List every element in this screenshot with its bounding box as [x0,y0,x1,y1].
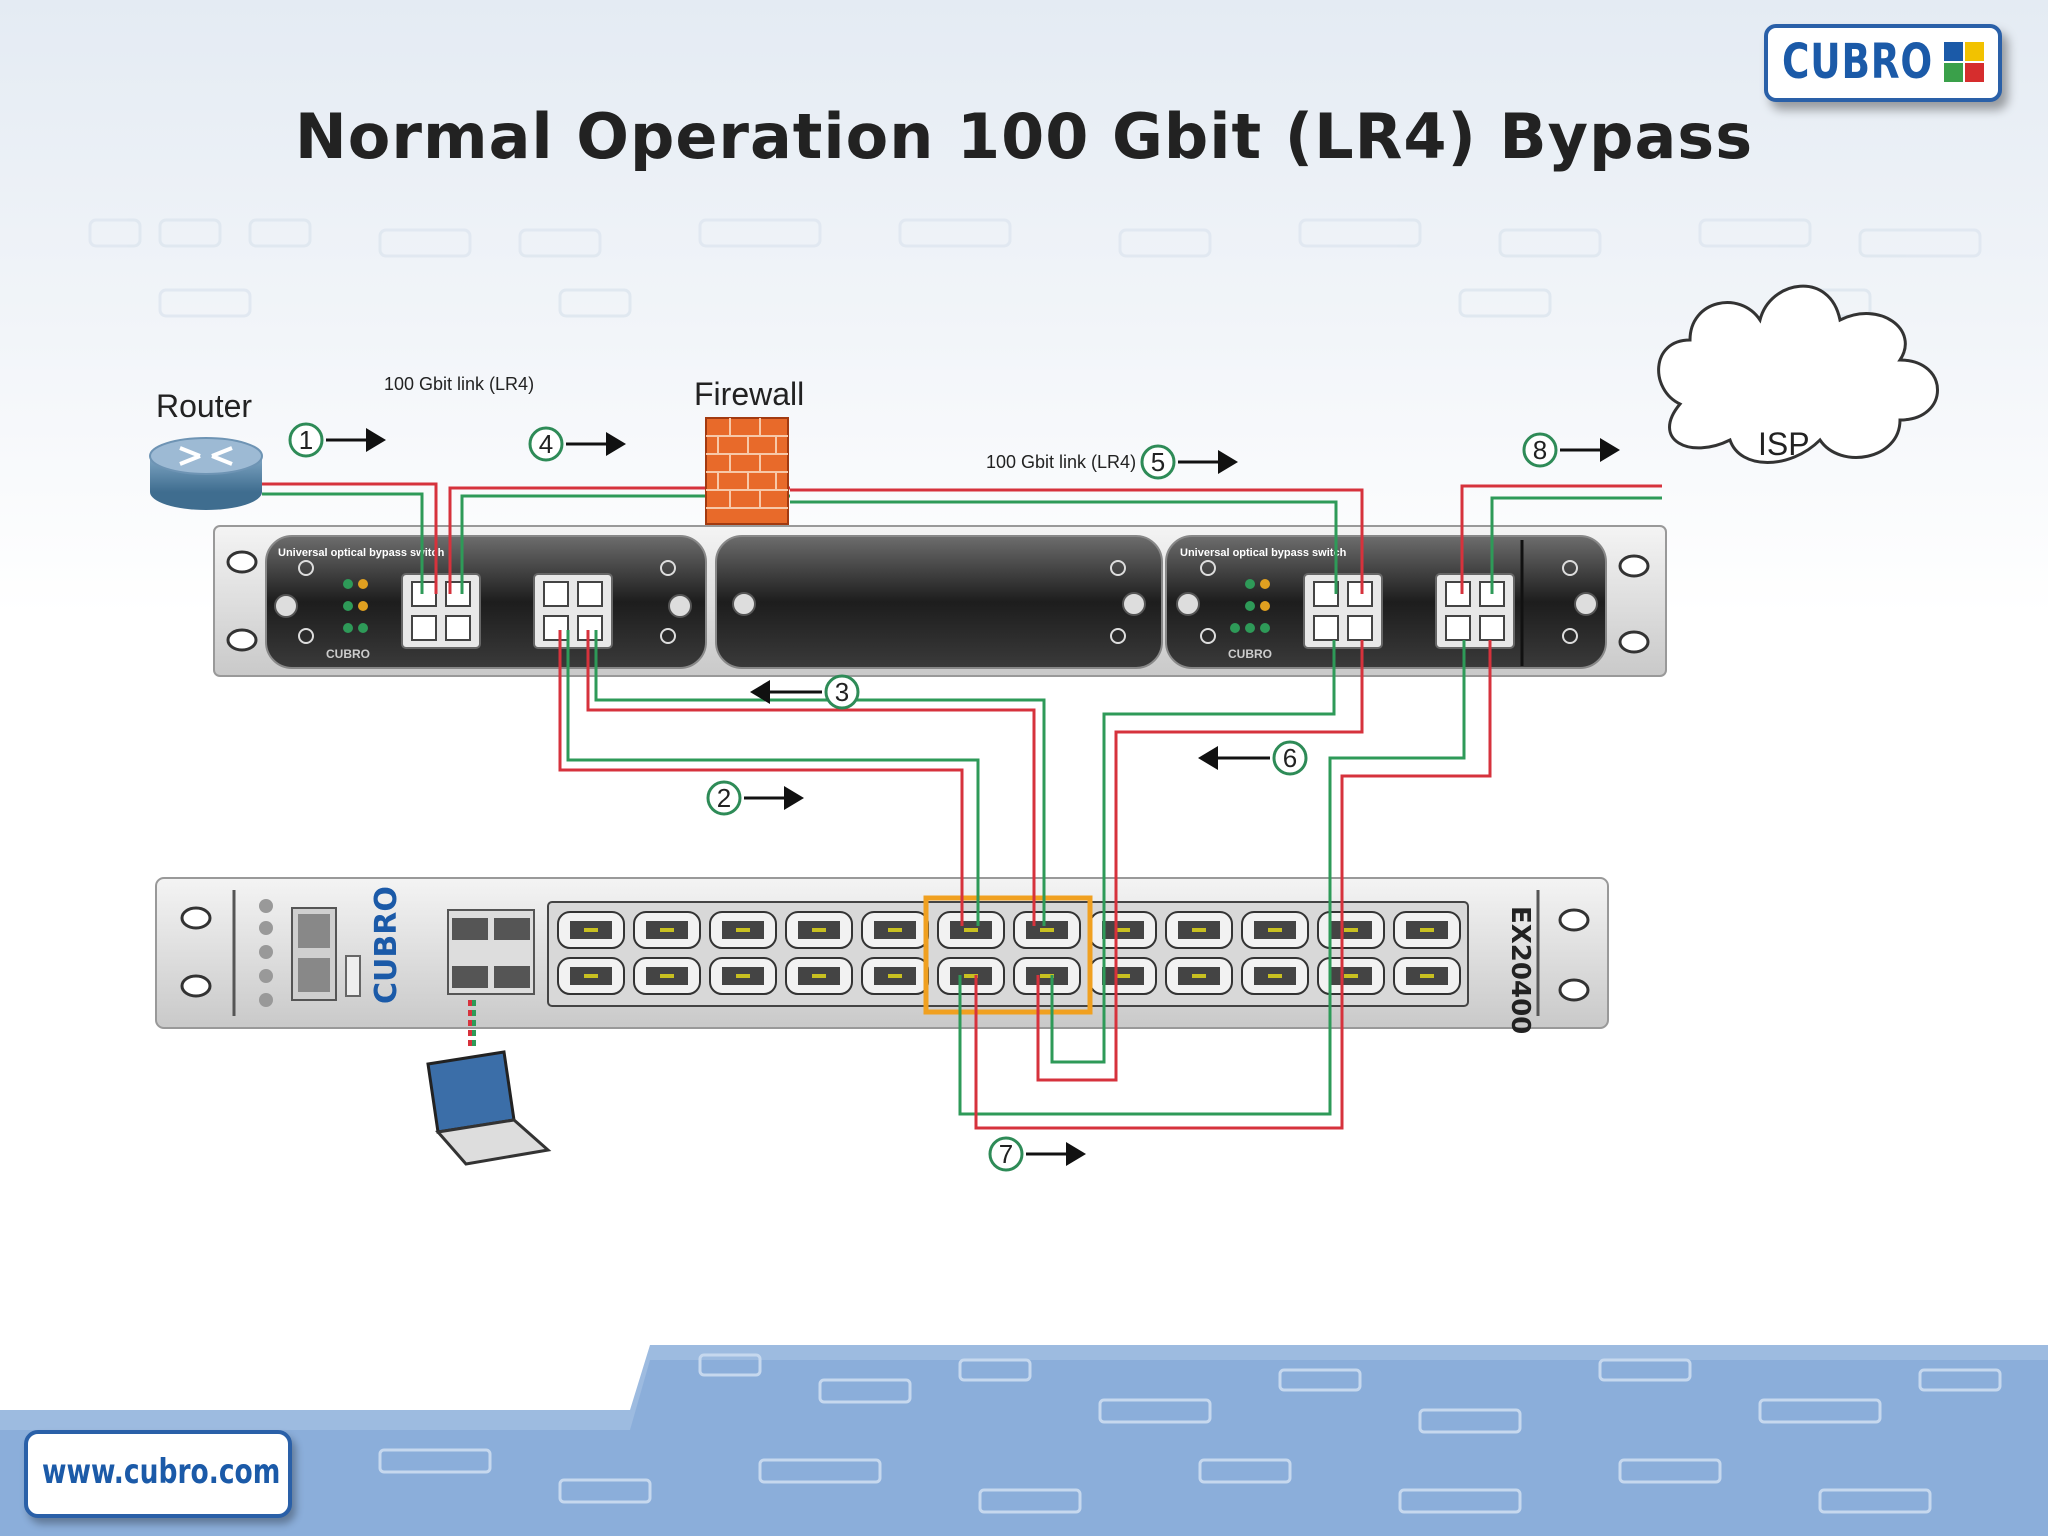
step-marker-5: 5 [1140,444,1238,480]
step-number: 6 [1283,743,1297,773]
step-number: 7 [999,1139,1013,1169]
qsfp-port-led [1040,974,1054,978]
qsfp-port-led [1268,974,1282,978]
step-marker-3: 3 [750,674,860,710]
step-circle [1140,444,1176,480]
qsfp-port-led [812,974,826,978]
qsfp-port-led [584,928,598,932]
qsfp-port-led [888,974,902,978]
switch-model-label: EX20400 [1505,906,1535,1034]
step-circle [824,674,860,710]
qsfp-port-led [660,928,674,932]
router-label: Router [156,388,253,424]
step-arrow-head [750,680,770,704]
qsfp-port-led [1420,928,1434,932]
qsfp-port-led [1192,974,1206,978]
qsfp-port-led [812,928,826,932]
router-icon [149,437,263,510]
left-module-label: Universal optical bypass switch [278,547,445,559]
qsfp-port-led [1268,928,1282,932]
step-number: 4 [539,429,553,459]
qsfp-port-led [736,928,750,932]
left-module-brand: CUBRO [326,647,370,661]
qsfp-port-led [888,928,902,932]
website-text: www.cubro.com [42,1452,281,1492]
link-label-mid: 100 Gbit link (LR4) [986,452,1137,472]
qsfp-port-led [964,974,978,978]
step-circle [1272,740,1308,776]
cubro-logo: CUBRO [1764,24,2002,102]
website-link[interactable]: www.cubro.com [24,1430,292,1518]
logo-blocks-icon [1944,42,1984,82]
step-number: 5 [1151,447,1165,477]
laptop-icon [426,1050,552,1166]
qsfp-port-led [736,974,750,978]
qsfp-port-led [1344,928,1358,932]
step-circle [528,426,564,462]
step-number: 1 [299,425,313,455]
step-number: 3 [835,677,849,707]
right-module-brand: CUBRO [1228,647,1272,661]
step-arrow-head [1600,438,1620,462]
qsfp-port-led [964,928,978,932]
isp-label: ISP [1758,426,1810,462]
step-circle [1522,432,1558,468]
step-arrow-head [1066,1142,1086,1166]
step-arrow-head [784,786,804,810]
fiber-paths [262,482,1662,1130]
bypass-chassis: Universal optical bypass switch Universa… [213,525,1667,677]
step-arrow-head [366,428,386,452]
step-marker-2: 2 [706,780,804,816]
step-arrow-head [1198,746,1218,770]
qsfp-port-led [1116,974,1130,978]
firewall-icon [705,417,789,525]
step-marker-1: 1 [288,422,386,458]
qsfp-port-led [1116,928,1130,932]
step-marker-8: 8 [1522,432,1620,468]
step-circle [706,780,742,816]
qsfp-port-led [1344,974,1358,978]
ex20400-switch: CUBRO EX20400 [155,877,1609,1034]
step-circle [988,1136,1024,1172]
qsfp-port-led [660,974,674,978]
step-arrow-head [606,432,626,456]
link-label-left: 100 Gbit link (LR4) [384,374,535,394]
step-marker-6: 6 [1198,740,1308,776]
qsfp-port-led [1420,974,1434,978]
switch-brand: CUBRO [369,886,404,1004]
page-title: Normal Operation 100 Gbit (LR4) Bypass [294,100,1754,173]
logo-text: CUBRO [1782,34,1933,90]
qsfp-port-led [1192,928,1206,932]
step-marker-7: 7 [988,1136,1086,1172]
isp-cloud-icon [1657,284,1939,464]
step-marker-4: 4 [528,426,626,462]
qsfp-port-led [1040,928,1054,932]
qsfp-port-led [584,974,598,978]
highlighted-ports [923,895,1093,1015]
right-module-label: Universal optical bypass switch [1180,547,1347,559]
step-number: 8 [1533,435,1547,465]
step-circle [288,422,324,458]
firewall-label: Firewall [694,376,805,412]
step-number: 2 [717,783,731,813]
step-arrow-head [1218,450,1238,474]
